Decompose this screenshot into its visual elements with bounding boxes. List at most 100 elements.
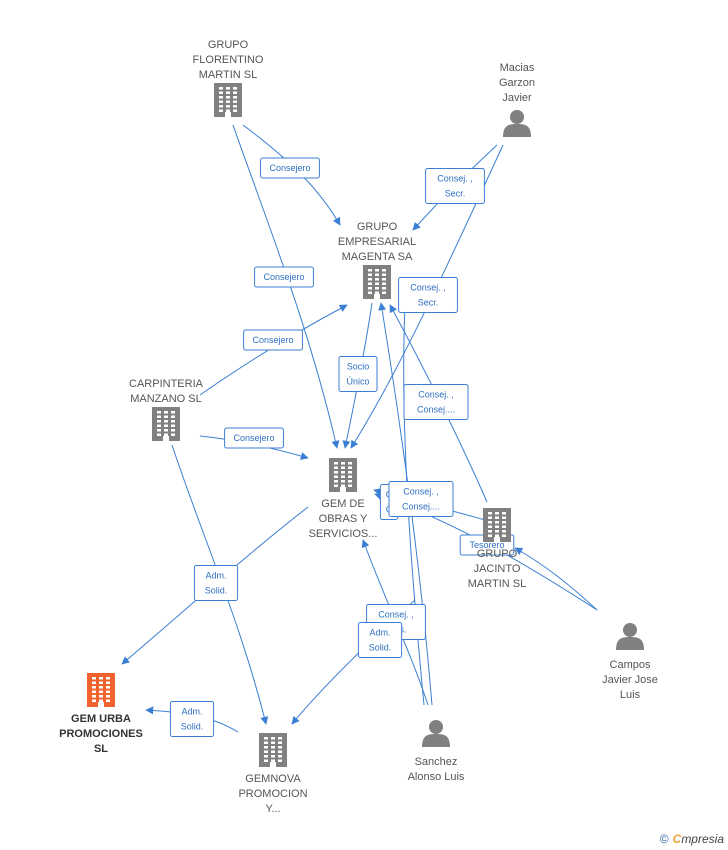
edge-label-box — [193, 565, 239, 601]
node-label: Javier Jose — [602, 674, 658, 686]
nodes-layer: GRUPO FLORENTINO MARTIN SL MaciasGarzonJavi… — [59, 39, 658, 815]
edge-label-text: Consej. , — [410, 283, 446, 293]
node-label: MANZANO SL — [130, 393, 202, 405]
node-label: GRUPO — [357, 221, 398, 233]
edge-label-e2[interactable]: Consejero — [254, 266, 314, 288]
node-florentino[interactable]: GRUPO FLORENTINO MARTIN SL — [193, 39, 264, 117]
node-label: SERVICIOS... — [309, 528, 378, 540]
node-carpinteria[interactable]: CARPINTERIA MANZANO SL — [129, 378, 204, 441]
node-jacinto[interactable]: GRUPO JACINTO MARTIN SL — [468, 508, 526, 590]
edge-label-box — [243, 329, 303, 351]
edge-label-e5[interactable]: Consejero — [243, 329, 303, 351]
edge-label-box — [388, 481, 454, 517]
node-label: Alonso Luis — [408, 771, 465, 783]
edge-label-e1[interactable]: Consejero — [260, 157, 320, 179]
edge-label-box — [224, 427, 284, 449]
node-label: EMPRESARIAL — [338, 236, 416, 248]
edge-label-text: Consejero — [233, 433, 274, 443]
edge-label-text: Adm. — [181, 707, 202, 717]
node-label: Javier — [502, 92, 532, 104]
edge-label-text: Solid. — [369, 643, 392, 653]
edge-label-text: Socio — [347, 362, 370, 372]
node-label: MAGENTA SA — [342, 251, 413, 263]
node-label: Campos — [610, 659, 651, 671]
edge-label-e8[interactable]: Consejero — [224, 427, 284, 449]
edge-label-text: Consej. , — [418, 390, 454, 400]
edge-label-text: Solid. — [181, 722, 204, 732]
edge-label-e14[interactable]: Adm. Solid. — [357, 622, 403, 658]
person-icon[interactable] — [422, 720, 450, 747]
node-label: PROMOCION — [238, 788, 307, 800]
edge-label-text: Solid. — [205, 586, 228, 596]
edge-label-text: Único — [346, 377, 369, 387]
node-label: GRUPO — [208, 39, 249, 51]
edge-label-text: Consejero — [252, 335, 293, 345]
edge-label-e3[interactable]: Consej. , Secr. — [425, 168, 485, 204]
edge-label-box — [169, 701, 215, 737]
edge-label-text: Secr. — [445, 189, 466, 199]
edge-label-text: Consejero — [263, 272, 304, 282]
node-label: OBRAS Y — [319, 513, 368, 525]
edge-label-box — [260, 157, 320, 179]
edge-label-e10[interactable]: Consej. , Consej.... — [388, 481, 454, 517]
edge-label-text: Adm. — [369, 628, 390, 638]
node-label: JACINTO — [474, 563, 521, 575]
node-gemnova[interactable]: GEMNOVA PROMOCION Y... — [238, 733, 308, 815]
edge-label-box — [357, 622, 403, 658]
person-icon[interactable] — [503, 110, 531, 137]
edge-label-text: Secr. — [418, 298, 439, 308]
copyright-icon: © — [659, 832, 669, 846]
node-label: PROMOCIONES — [59, 728, 143, 740]
node-label: GEM URBA — [71, 713, 131, 725]
edge-label-e12[interactable]: Adm. Solid. — [193, 565, 239, 601]
edge-label-text: Consej. , — [437, 174, 473, 184]
edge-label-text: Consej. , — [378, 610, 414, 620]
node-label: Y... — [265, 803, 280, 815]
edge-label-text: Consej.... — [417, 405, 455, 415]
node-gem-obras[interactable]: GEM DE OBRAS Y SERVICIOS... — [309, 458, 378, 540]
edge-label-box — [425, 168, 485, 204]
node-label: FLORENTINO — [193, 54, 264, 66]
node-label: MARTIN SL — [468, 578, 526, 590]
node-label: MARTIN SL — [199, 69, 257, 81]
edge-label-e15[interactable]: Adm. Solid. — [169, 701, 215, 737]
brand-logo-text: mpresia — [681, 832, 724, 846]
edge-label-e7[interactable]: Consej. , Consej.... — [403, 384, 469, 420]
node-label: SL — [94, 743, 108, 755]
building-icon[interactable] — [483, 508, 511, 542]
node-label: Luis — [620, 689, 641, 701]
edge-label-box — [403, 384, 469, 420]
building-icon[interactable] — [87, 673, 115, 707]
brand-logo-initial: C — [672, 832, 682, 846]
edge-label-text: Consej. , — [403, 487, 439, 497]
building-icon[interactable] — [363, 265, 391, 299]
node-magenta[interactable]: GRUPO EMPRESARIAL MAGENTA SA — [338, 221, 416, 299]
node-label: Macias — [500, 62, 535, 74]
node-label: Sanchez — [415, 756, 458, 768]
node-label: GEMNOVA — [245, 773, 301, 785]
person-icon[interactable] — [616, 623, 644, 650]
building-icon[interactable] — [152, 407, 180, 441]
edge-label-text: Consej.... — [402, 502, 440, 512]
node-label: Garzon — [499, 77, 535, 89]
edge-label-box — [254, 266, 314, 288]
edge-label-e4[interactable]: Consej. , Secr. — [398, 277, 458, 313]
building-icon[interactable] — [329, 458, 357, 492]
edge-campos-jacinto — [514, 547, 598, 611]
edge-label-text: Tesorero — [469, 540, 504, 550]
edge-label-text: Adm. — [205, 571, 226, 581]
building-icon[interactable] — [214, 83, 242, 117]
node-label: GRUPO — [477, 548, 518, 560]
edge-label-box — [398, 277, 458, 313]
edge-label-box — [338, 356, 378, 392]
building-icon[interactable] — [259, 733, 287, 767]
node-label: CARPINTERIA — [129, 378, 204, 390]
node-gem-urba[interactable]: GEM URBA PROMOCIONES SL — [59, 673, 143, 755]
node-label: GEM DE — [321, 498, 364, 510]
